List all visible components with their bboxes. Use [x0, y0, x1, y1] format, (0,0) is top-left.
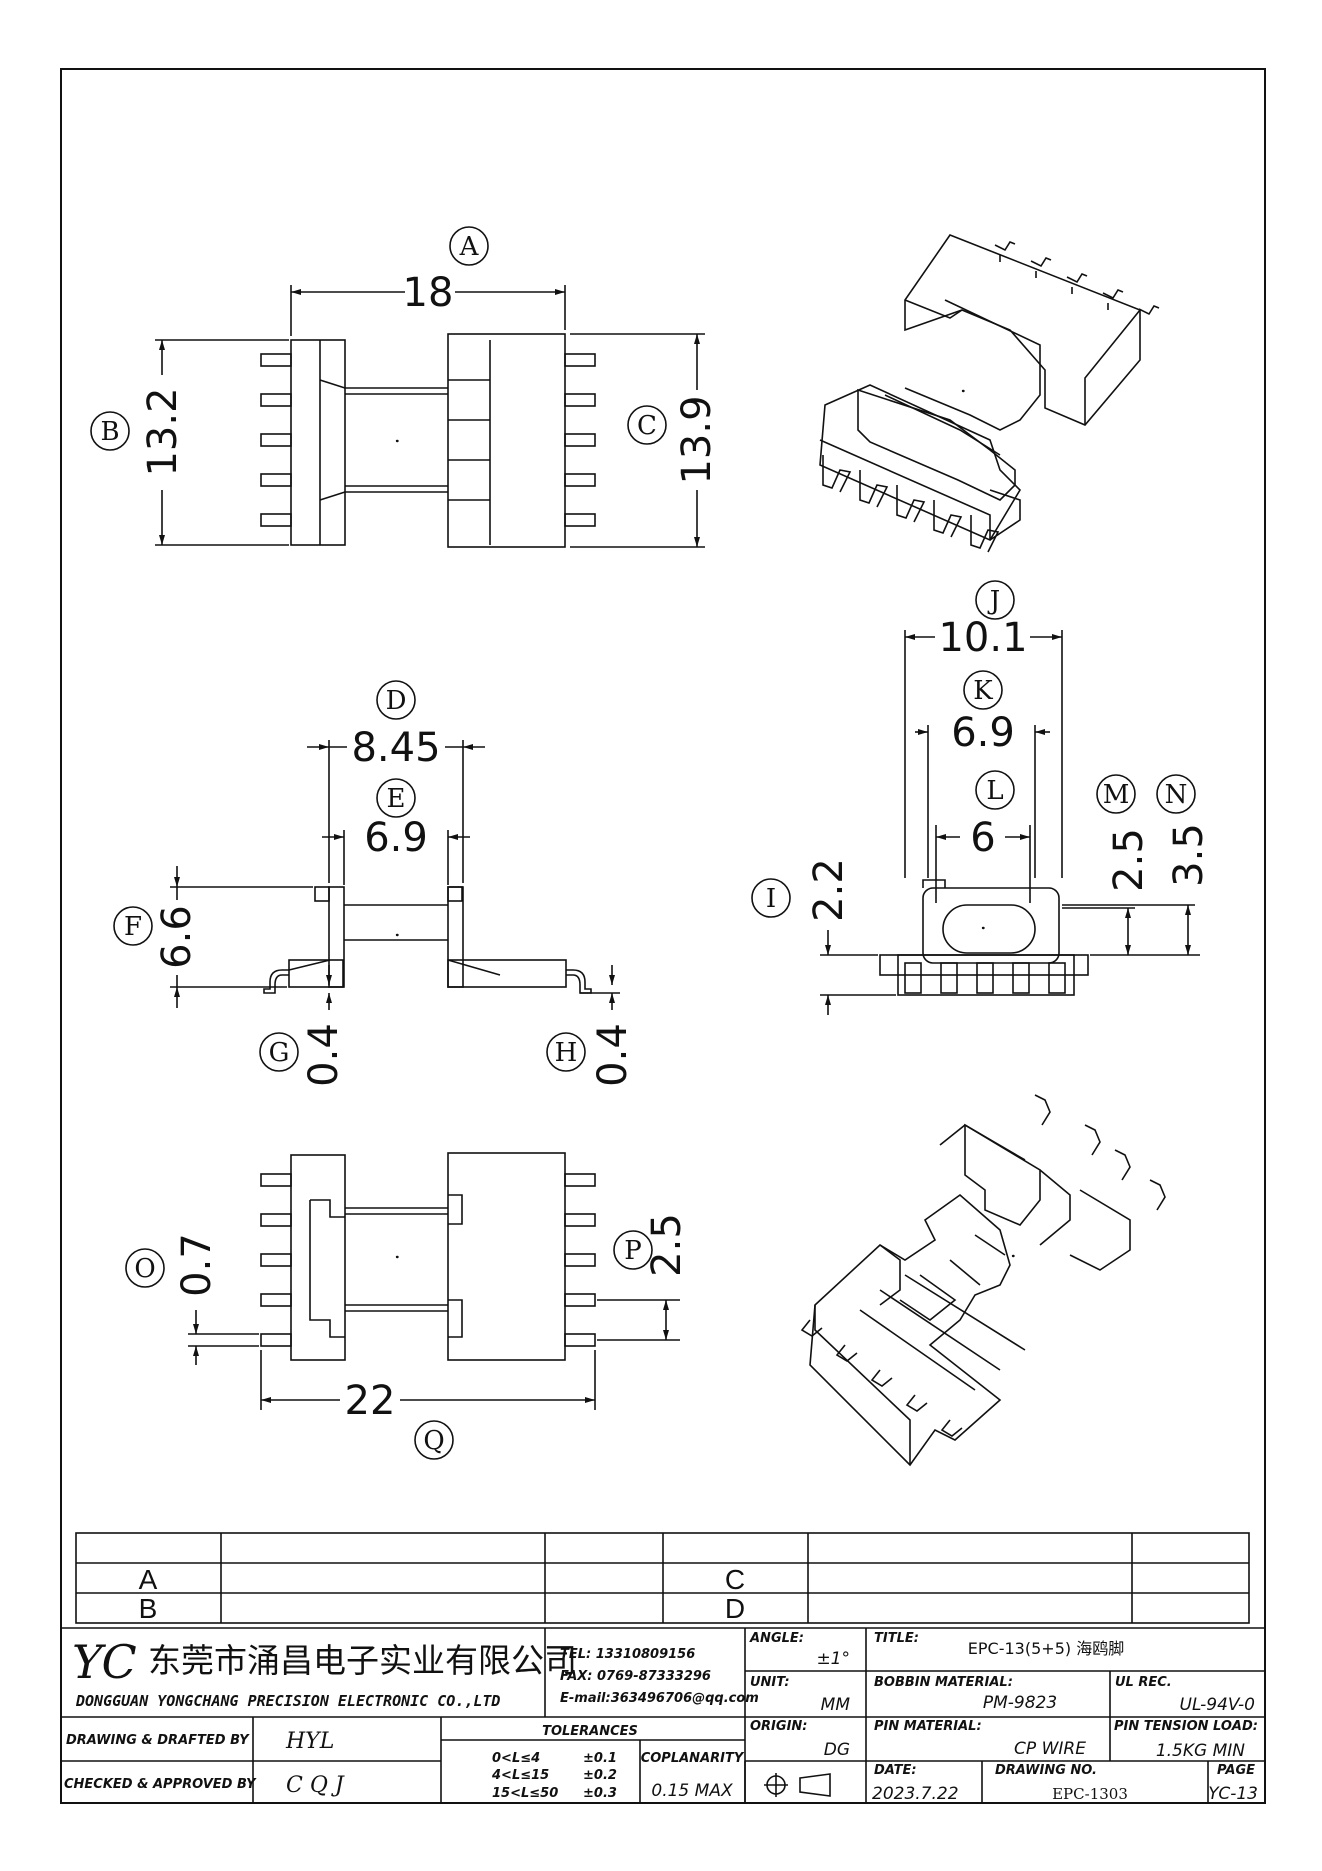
dim-d-value: 8.45 — [351, 725, 440, 771]
dim-i-tag: I — [766, 884, 776, 914]
dim-i-value: 2.2 — [806, 858, 852, 922]
dim-q-value: 22 — [345, 1378, 396, 1424]
page-label: PAGE — [1217, 1763, 1255, 1778]
dim-q-tag: Q — [423, 1426, 444, 1456]
date-value: 2023.7.22 — [872, 1784, 959, 1804]
dim-f-tag: F — [124, 912, 142, 942]
isometric-view-bottom — [800, 1094, 1166, 1467]
dim-g-tag: G — [269, 1038, 290, 1068]
dim-a-value: 18 — [403, 270, 454, 316]
coplanarity-value: 0.15 MAX — [651, 1781, 733, 1801]
dim-a-tag: A — [459, 232, 480, 262]
tolerance-range-2: 4<L≤15 — [491, 1768, 549, 1783]
dim-n-tag: N — [1165, 780, 1188, 810]
tolerance-range-3: 15<L≤50 — [492, 1786, 558, 1801]
tolerance-range-1: 0<L≤4 — [492, 1751, 540, 1766]
dim-o-value: 0.7 — [174, 1233, 220, 1297]
company-name-cn: 东莞市涌昌电子实业有限公司 — [148, 1641, 577, 1680]
title-block-grid — [60, 1627, 1266, 1804]
title-label: TITLE: — [874, 1631, 919, 1646]
dim-b-value: 13.2 — [140, 387, 186, 476]
dim-p-value: 2.5 — [644, 1213, 690, 1277]
side-view — [751, 580, 1200, 1015]
dim-l-tag: L — [986, 776, 1003, 806]
drawn-by-value: HYL — [285, 1729, 334, 1754]
revision-table-grid — [75, 1532, 1250, 1624]
checked-by-value: C Q J — [286, 1773, 345, 1798]
dim-c-value: 13.9 — [674, 395, 720, 484]
center-marks — [395, 389, 1015, 1259]
dim-l-value: 6 — [970, 815, 995, 861]
bobbin-material-label: BOBBIN MATERIAL: — [874, 1675, 1013, 1690]
date-label: DATE: — [874, 1763, 917, 1778]
dim-h-value: 0.4 — [590, 1023, 636, 1087]
drawing-frame — [60, 68, 1266, 1804]
pin-material-label: PIN MATERIAL: — [874, 1719, 982, 1734]
dim-f-value: 6.6 — [154, 905, 200, 969]
tolerance-value-2: ±0.2 — [583, 1768, 617, 1783]
dim-c-tag: C — [637, 411, 657, 441]
contact-email: E-mail:363496706@qq.com — [560, 1691, 759, 1706]
tolerance-value-3: ±0.3 — [583, 1786, 617, 1801]
dim-k-value: 6.9 — [951, 710, 1015, 756]
dim-d-tag: D — [386, 686, 407, 716]
contact-tel: TEL: 13310809156 — [560, 1647, 695, 1662]
top-view — [90, 226, 705, 548]
unit-value: MM — [821, 1695, 851, 1715]
revision-d: D — [725, 1593, 745, 1624]
revision-c: C — [725, 1564, 745, 1595]
pin-material-value: CP WIRE — [1014, 1739, 1086, 1759]
company-name-en: DONGGUAN YONGCHANG PRECISION ELECTRONIC … — [75, 1692, 500, 1710]
page-value: YC-13 — [1208, 1784, 1258, 1804]
dim-k-tag: K — [973, 676, 993, 706]
dim-n-value: 3.5 — [1166, 823, 1212, 887]
revision-a: A — [139, 1564, 158, 1595]
contact-fax: FAX: 0769-87333296 — [560, 1669, 711, 1684]
dim-g-value: 0.4 — [301, 1023, 347, 1087]
tolerance-value-1: ±0.1 — [583, 1751, 617, 1766]
dim-b-tag: B — [100, 417, 119, 447]
pin-tension-label: PIN TENSION LOAD: — [1114, 1719, 1258, 1734]
dim-j-value: 10.1 — [938, 615, 1027, 661]
dim-e-tag: E — [387, 784, 406, 814]
revision-b: B — [139, 1593, 158, 1624]
checked-by-label: CHECKED & APPROVED BY — [64, 1777, 257, 1792]
bobbin-material-value: PM-9823 — [983, 1693, 1057, 1713]
dim-h-tag: H — [555, 1038, 578, 1068]
ul-rec-value: UL-94V-0 — [1180, 1695, 1255, 1715]
dim-j-tag: J — [987, 586, 1000, 616]
dim-e-value: 6.9 — [364, 815, 428, 861]
drawing-no-value: EPC-1303 — [1052, 1785, 1128, 1803]
drawn-by-label: DRAWING & DRAFTED BY — [66, 1733, 250, 1748]
dim-o-tag: O — [134, 1254, 155, 1284]
origin-label: ORIGIN: — [750, 1719, 807, 1734]
ul-rec-label: UL REC. — [1115, 1675, 1172, 1690]
dim-p-tag: P — [624, 1236, 642, 1266]
unit-label: UNIT: — [750, 1675, 790, 1690]
isometric-view-top — [819, 234, 1160, 553]
front-view — [113, 680, 620, 1072]
origin-value: DG — [824, 1740, 850, 1760]
dim-m-tag: M — [1103, 780, 1130, 810]
pin-tension-value: 1.5KG MIN — [1156, 1741, 1245, 1761]
tolerances-label: TOLERANCES — [542, 1724, 638, 1739]
drawing-no-label: DRAWING NO. — [995, 1763, 1097, 1778]
title-value: EPC-13(5+5) 海鸥脚 — [968, 1639, 1124, 1658]
company-logo: YC — [72, 1635, 137, 1689]
bottom-view — [125, 1152, 680, 1460]
angle-value: ±1° — [816, 1649, 850, 1669]
coplanarity-label: COPLANARITY — [641, 1751, 745, 1766]
dim-m-value: 2.5 — [1106, 828, 1152, 892]
angle-label: ANGLE: — [749, 1631, 804, 1646]
